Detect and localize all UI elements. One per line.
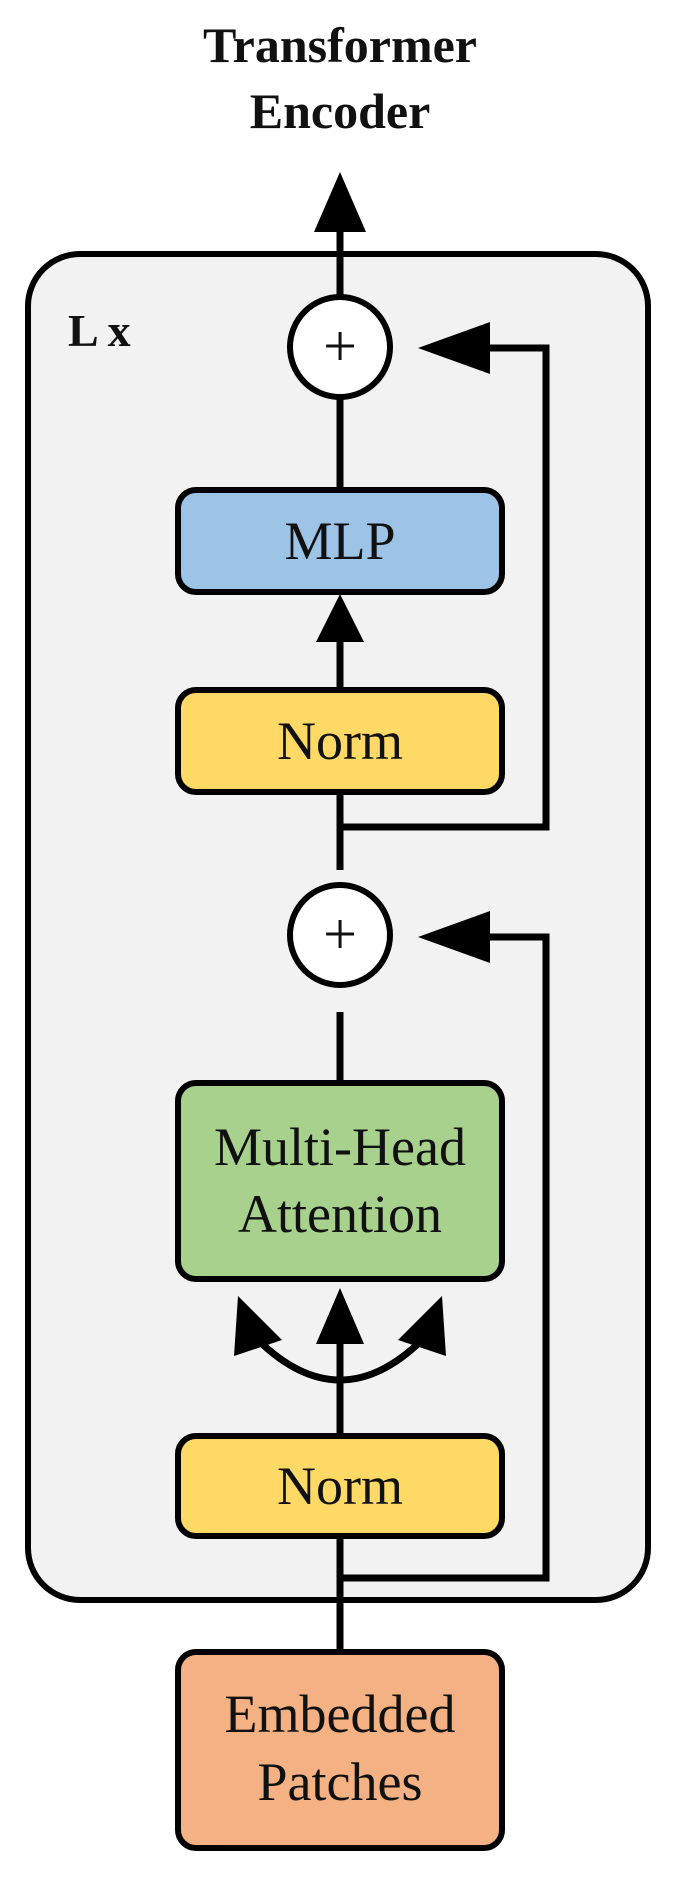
attention-left-arrowhead xyxy=(234,1296,282,1356)
add-node-bottom xyxy=(287,882,393,988)
embedded-patches-box xyxy=(175,1649,505,1851)
attention-right-arrowhead xyxy=(398,1296,446,1356)
norm-top-box xyxy=(175,687,505,795)
residual-skip-bottom xyxy=(340,933,550,1582)
diagram-title-line-2: Encoder xyxy=(250,83,431,139)
attention-label-line-1: Multi-Head xyxy=(214,1117,466,1177)
attention-center-arrowhead xyxy=(316,1288,364,1344)
norm-top-label: Norm xyxy=(277,711,403,771)
output-arrowhead xyxy=(314,172,366,232)
diagram-title-line-1: Transformer xyxy=(203,17,477,73)
repeat-count-label: L x xyxy=(68,305,131,356)
residual-bottom-arrowhead xyxy=(418,911,490,963)
residual-skip-top xyxy=(340,344,550,831)
norm-bottom-box xyxy=(175,1433,505,1539)
attention-label-line-2: Attention xyxy=(238,1184,442,1244)
mlp-label: MLP xyxy=(284,511,395,571)
add-node-top xyxy=(287,294,393,400)
mlp-input-arrowhead xyxy=(316,594,364,642)
attention-fan-curve xyxy=(255,1337,425,1384)
norm-bottom-label: Norm xyxy=(277,1456,403,1516)
multi-head-attention-box xyxy=(175,1080,505,1282)
embedded-patches-label-line-2: Patches xyxy=(258,1752,423,1812)
embedded-patches-label-line-1: Embedded xyxy=(225,1684,456,1744)
residual-top-arrowhead xyxy=(418,322,490,374)
mlp-box xyxy=(175,487,505,595)
add-node-top-plus-icon: + xyxy=(323,313,357,379)
add-node-bottom-plus-icon: + xyxy=(323,901,357,967)
